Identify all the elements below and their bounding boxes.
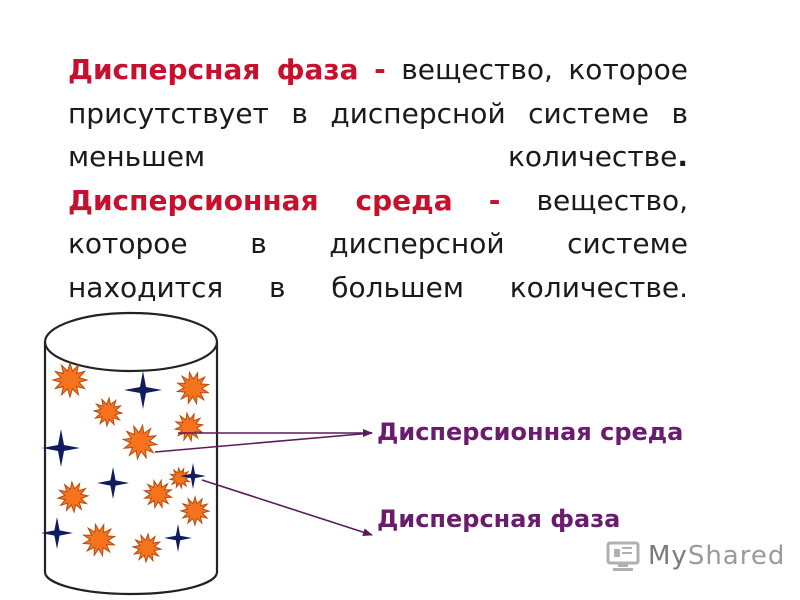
medium-def-part1: вещество, [536, 183, 689, 217]
definition-text: Дисперсная фаза - вещество, которое прис… [68, 48, 688, 309]
cylinder-top [43, 311, 219, 373]
medium-particle [180, 463, 206, 489]
phase-def-word-2: количестве. [508, 140, 688, 173]
dispersed-phase-particle [92, 396, 124, 428]
text-line-5: которое в дисперсной системе [68, 227, 688, 260]
medium-particle [41, 517, 73, 549]
dispersed-phase-particle [168, 466, 192, 490]
pointer-arrows [154, 429, 373, 537]
dispersed-phase-particle [179, 495, 211, 527]
text-line-4: Дисперсионная среда - вещество, [68, 179, 688, 223]
dispersion-medium-term: Дисперсионная среда [68, 183, 453, 217]
medium-particle [97, 467, 129, 499]
dispersed-phase-particle [173, 411, 205, 443]
dash-2: - [488, 183, 501, 217]
particles [41, 361, 211, 564]
text-line-1: Дисперсная фаза - вещество, которое [68, 48, 688, 92]
dash: - [374, 53, 386, 86]
arrow-medium-lower [154, 432, 373, 453]
medium-particle [42, 429, 80, 467]
arrow-phase [201, 479, 373, 537]
dispersed-phase-particle [131, 532, 163, 564]
text-line-6: находится в большем количестве. [68, 270, 688, 304]
dispersed-phase-particle [175, 370, 211, 406]
text-line-3: меньшем количестве. [68, 135, 688, 179]
dispersed-phase-particle [121, 423, 159, 461]
monitor-icon [606, 541, 640, 571]
phase-def-part1: вещество, которое [401, 53, 689, 86]
dispersed-phase-particle [142, 478, 174, 510]
watermark: MyShared [606, 536, 785, 576]
dispersed-phase-particle [81, 522, 117, 558]
dispersion-medium-label: Дисперсионная среда [377, 418, 684, 446]
dispersed-phase-particle [56, 480, 90, 514]
cylinder-bottom [43, 571, 219, 596]
medium-particle [164, 524, 192, 552]
dispersed-phase-particle [51, 361, 89, 399]
text-line-2: присутствует в дисперсной системе в [68, 96, 688, 130]
dispersed-phase-label: Дисперсная фаза [377, 505, 621, 533]
medium-particle [124, 371, 162, 409]
watermark-text: MyShared [648, 541, 786, 571]
dispersed-phase-term: Дисперсная фаза [68, 53, 359, 86]
period: . [677, 140, 688, 173]
phase-def-word: меньшем [68, 140, 206, 173]
